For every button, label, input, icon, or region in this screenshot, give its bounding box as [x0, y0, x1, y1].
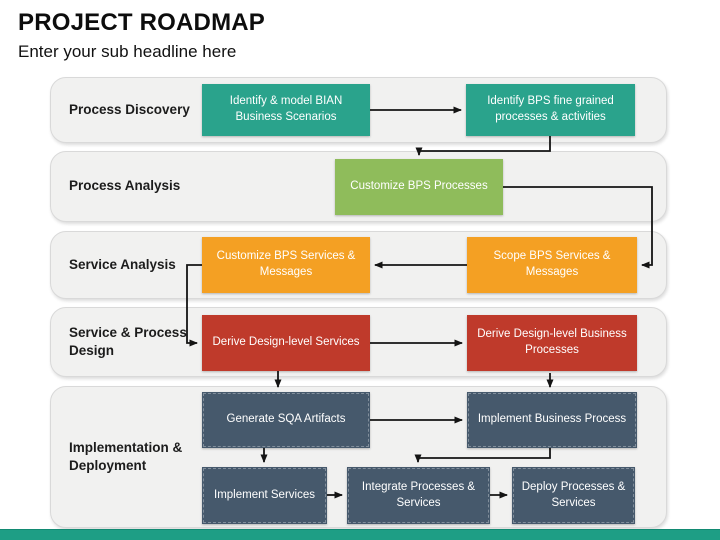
box-deploy-processes-services: Deploy Processes & Services: [512, 467, 635, 524]
box-implement-services: Implement Services: [202, 467, 327, 524]
stage-label: Implementation & Deployment: [69, 439, 183, 473]
box-identify-bps-fine-grained: Identify BPS fine grained processes & ac…: [466, 84, 635, 136]
box-derive-design-level-services: Derive Design-level Services: [202, 315, 370, 371]
box-implement-business-process: Implement Business Process: [467, 392, 637, 448]
page-title: PROJECT ROADMAP: [18, 9, 266, 36]
stage-label: Service & Process Design: [69, 324, 187, 358]
stage-label: Service Analysis: [69, 256, 176, 272]
box-generate-sqa-artifacts: Generate SQA Artifacts: [202, 392, 370, 448]
box-customize-bps-services: Customize BPS Services & Messages: [202, 237, 370, 293]
box-customize-bps-processes: Customize BPS Processes: [335, 159, 503, 215]
footer-accent-bar: [0, 529, 720, 540]
stage-label: Process Analysis: [69, 178, 181, 194]
box-scope-bps-services: Scope BPS Services & Messages: [467, 237, 637, 293]
box-integrate-processes-services: Integrate Processes & Services: [347, 467, 490, 524]
page-subtitle: Enter your sub headline here: [18, 42, 237, 61]
stage-label: Process Discovery: [69, 101, 190, 117]
box-identify-model-bian: Identify & model BIAN Business Scenarios: [202, 84, 370, 136]
box-derive-design-level-business-processes: Derive Design-level Business Processes: [467, 315, 637, 371]
